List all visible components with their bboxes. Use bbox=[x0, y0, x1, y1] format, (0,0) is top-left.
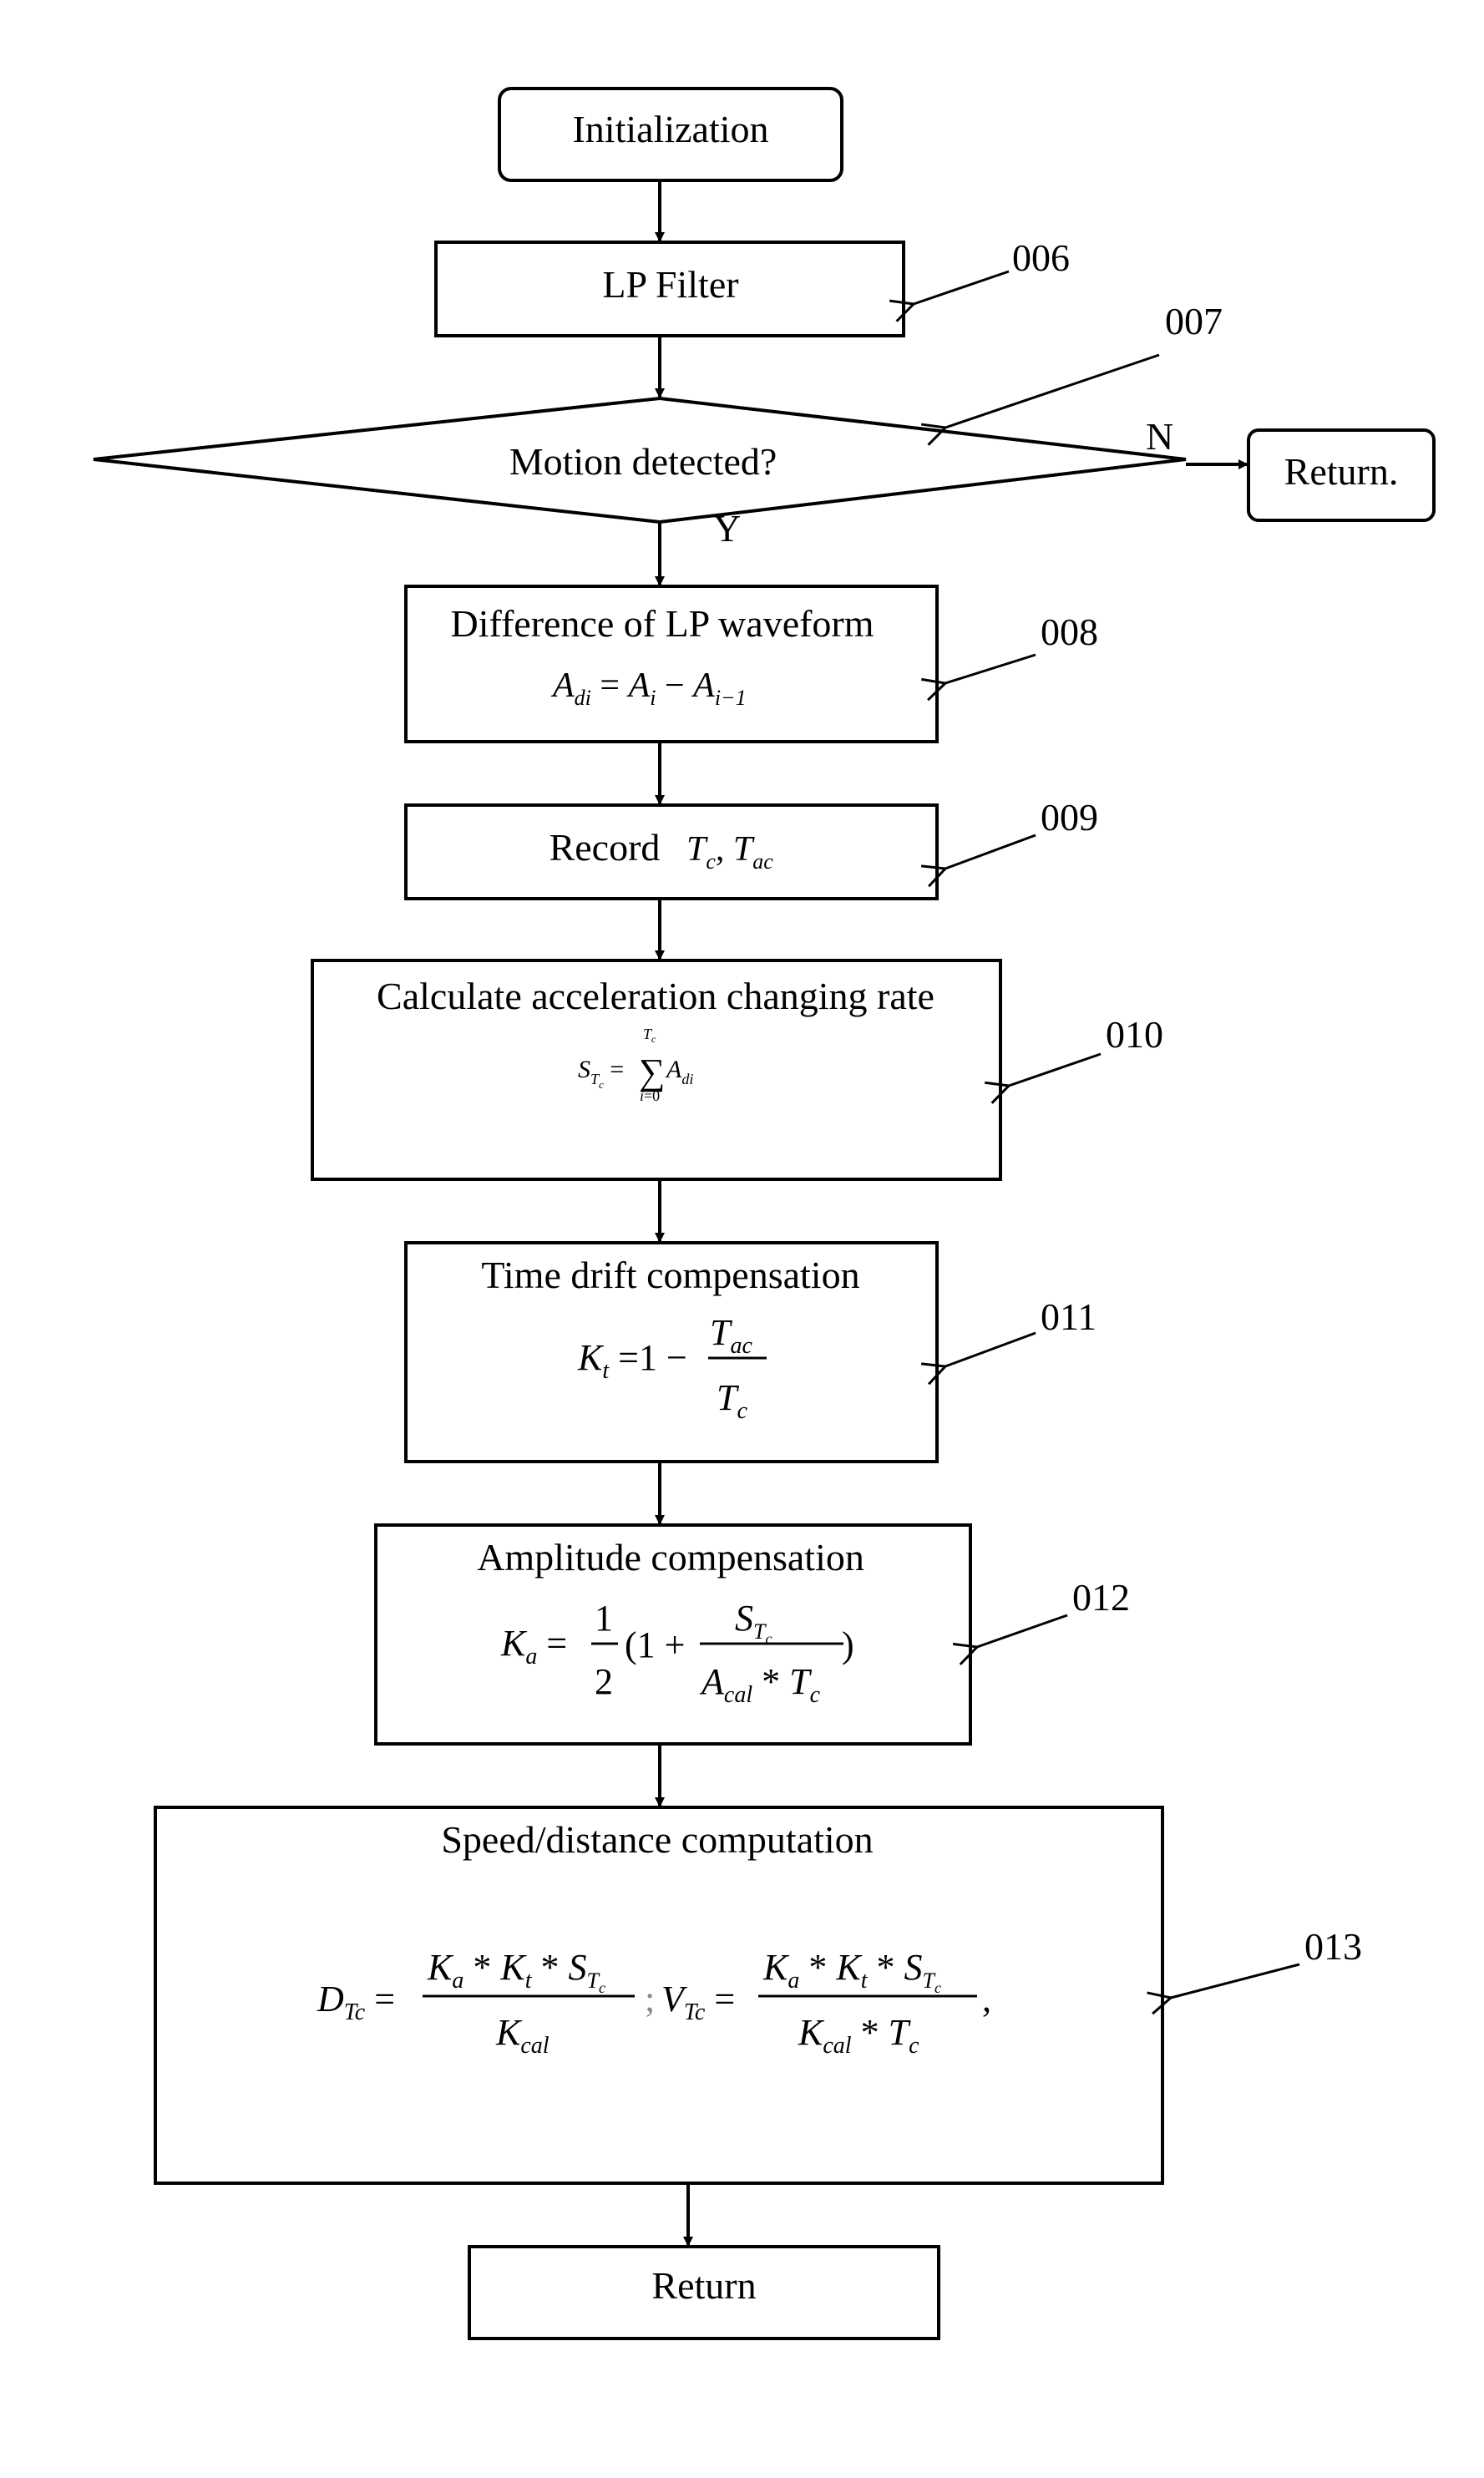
svg-text:(1 +: (1 + bbox=[625, 1624, 685, 1665]
time-drift-label: Time drift compensation bbox=[481, 1254, 859, 1296]
ref-013: 013 bbox=[1304, 1925, 1362, 1968]
leader-007 bbox=[945, 355, 1159, 428]
leader-012 bbox=[977, 1615, 1067, 1647]
leader-011 bbox=[945, 1333, 1036, 1366]
svg-text:Ka * Kt * STc: Ka * Kt * STc bbox=[762, 1947, 941, 1996]
yes-label: Y bbox=[713, 507, 741, 550]
amplitude-formula: Ka = 1 2 (1 + STc Acal * Tc ) bbox=[500, 1598, 854, 1708]
svg-text:Kcal: Kcal bbox=[495, 2012, 550, 2059]
svg-text:,: , bbox=[982, 1979, 991, 2019]
leader-006 bbox=[914, 271, 1009, 304]
svg-text:Tac: Tac bbox=[710, 1312, 752, 1359]
svg-text:Tc: Tc bbox=[717, 1377, 747, 1424]
svg-text:∑: ∑ bbox=[639, 1052, 665, 1092]
record-label: Record bbox=[550, 826, 661, 869]
leader-008 bbox=[945, 655, 1036, 683]
ref-009: 009 bbox=[1041, 796, 1098, 839]
time-drift-formula: Kt =1 − Tac Tc bbox=[577, 1312, 767, 1424]
ref-008: 008 bbox=[1041, 611, 1098, 653]
svg-text:i=0: i=0 bbox=[640, 1087, 660, 1104]
ref-007: 007 bbox=[1165, 300, 1223, 342]
return-n-label: Return. bbox=[1284, 450, 1399, 493]
leader-009 bbox=[945, 835, 1036, 869]
svg-text:Acal * Tc: Acal * Tc bbox=[699, 1661, 821, 1708]
leader-010 bbox=[1009, 1054, 1101, 1086]
svg-text:Ka * Kt * STc: Ka * Kt * STc bbox=[427, 1947, 605, 1996]
record-formula: Tc, Tac bbox=[686, 830, 773, 874]
speed-distance-formula: DTc = Ka * Kt * STc Kcal ; VTc = Ka * Kt… bbox=[317, 1947, 991, 2059]
svg-text:Adi: Adi bbox=[665, 1056, 693, 1087]
difference-label: Difference of LP waveform bbox=[450, 602, 874, 645]
ref-011: 011 bbox=[1041, 1295, 1097, 1338]
svg-text:STc =: STc = bbox=[578, 1056, 624, 1091]
ref-006: 006 bbox=[1012, 236, 1070, 279]
svg-text:VTc =: VTc = bbox=[661, 1979, 735, 2025]
svg-text:): ) bbox=[842, 1624, 854, 1665]
svg-text:2: 2 bbox=[595, 1661, 613, 1702]
svg-text:1: 1 bbox=[595, 1598, 613, 1639]
initialization-label: Initialization bbox=[572, 108, 768, 150]
leader-013 bbox=[1171, 1964, 1299, 1998]
record-node bbox=[406, 805, 937, 899]
svg-text:Adi = Ai − Ai−1: Adi = Ai − Ai−1 bbox=[550, 666, 747, 710]
svg-text:Tc, Tac: Tc, Tac bbox=[686, 830, 773, 874]
amplitude-label: Amplitude compensation bbox=[477, 1536, 864, 1579]
svg-text:Kt =1 −: Kt =1 − bbox=[577, 1337, 687, 1384]
motion-detected-label: Motion detected? bbox=[509, 440, 777, 483]
svg-text:DTc =: DTc = bbox=[317, 1979, 395, 2025]
svg-text:STc: STc bbox=[735, 1598, 772, 1647]
calculate-label: Calculate acceleration changing rate bbox=[377, 975, 934, 1017]
calculate-formula: STc = ∑ Tc i=0 Adi bbox=[578, 1026, 693, 1104]
ref-010: 010 bbox=[1106, 1013, 1163, 1056]
ref-012: 012 bbox=[1072, 1576, 1130, 1619]
return-end-label: Return bbox=[651, 2264, 756, 2307]
no-label: N bbox=[1146, 415, 1173, 458]
difference-formula: Adi = Ai − Ai−1 bbox=[550, 666, 747, 710]
svg-text:;: ; bbox=[645, 1979, 655, 2019]
svg-text:Kcal * Tc: Kcal * Tc bbox=[798, 2012, 919, 2059]
svg-text:Tc: Tc bbox=[643, 1026, 656, 1045]
speed-distance-label: Speed/distance computation bbox=[441, 1818, 873, 1861]
speed-distance-node bbox=[155, 1807, 1162, 2183]
lp-filter-label: LP Filter bbox=[602, 263, 738, 306]
svg-text:Ka =: Ka = bbox=[500, 1623, 567, 1670]
